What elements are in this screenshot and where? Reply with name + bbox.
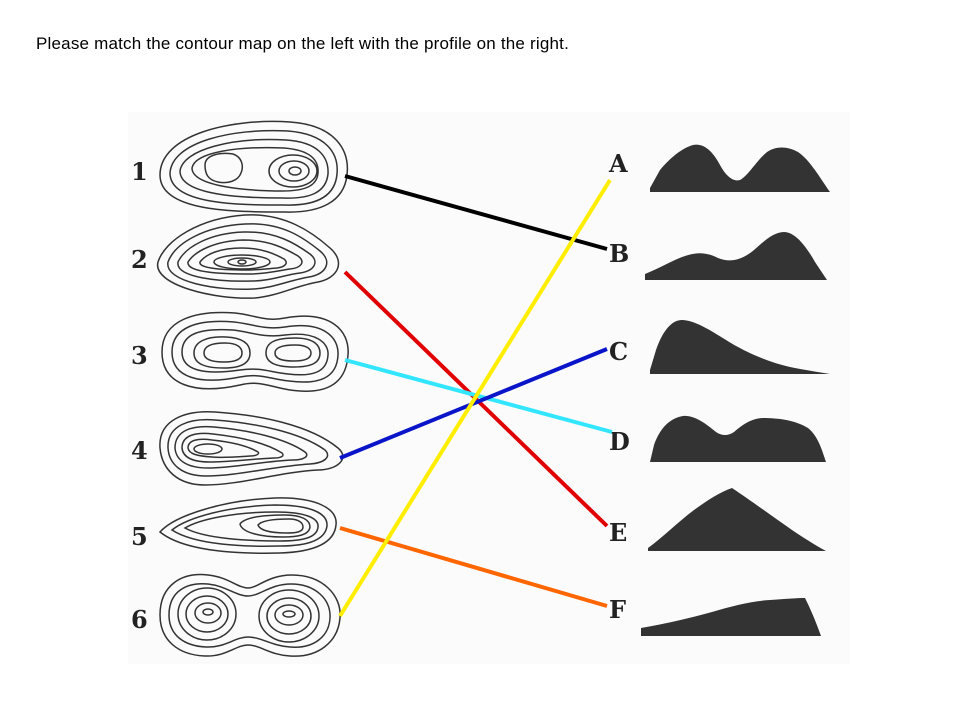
contour-map-4 — [159, 411, 344, 486]
profile-silhouette-b — [645, 232, 827, 280]
profile-label-a: A — [608, 149, 628, 178]
profile-label-f: F — [609, 595, 626, 624]
contour-map-5 — [158, 497, 337, 554]
map-label-2: 2 — [131, 245, 148, 274]
contour-map-6 — [159, 573, 341, 657]
profile-label-c: C — [609, 337, 628, 366]
map-label-5: 5 — [131, 522, 148, 551]
contour-map-2 — [157, 214, 340, 299]
profile-silhouette-a — [650, 144, 830, 192]
match-lines — [338, 174, 613, 618]
match-line-6-a — [338, 178, 612, 618]
profile-label-e: E — [609, 518, 627, 547]
contour-map-3 — [161, 311, 349, 392]
map-label-3: 3 — [131, 341, 148, 370]
profile-silhouette-d — [650, 415, 826, 462]
match-line-1-b — [344, 174, 608, 251]
figure-background — [128, 112, 850, 664]
profile-silhouette-c — [650, 320, 830, 374]
map-label-1: 1 — [131, 157, 148, 186]
profile-silhouette-e — [648, 488, 826, 551]
map-label-4: 4 — [131, 436, 148, 465]
profile-label-d: D — [609, 427, 630, 456]
instruction-text: Please match the contour map on the left… — [36, 34, 569, 53]
profile-label-b: B — [609, 239, 629, 268]
map-label-6: 6 — [131, 605, 148, 634]
profile-silhouette-f — [641, 598, 821, 636]
